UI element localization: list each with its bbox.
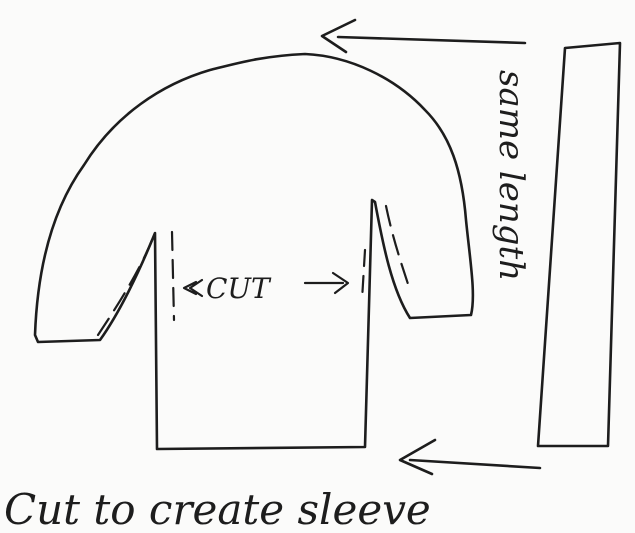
left-cut-line <box>98 240 152 335</box>
cut-arrow-right <box>305 273 348 293</box>
hem-arrow <box>400 440 540 474</box>
sleeve-length-strip <box>538 43 620 446</box>
caption: Cut to create sleeve <box>4 485 431 533</box>
right-body-cut-line <box>362 250 365 300</box>
cut-arrow-left <box>184 280 202 296</box>
right-cut-line <box>386 206 410 290</box>
left-body-cut-line <box>172 232 174 320</box>
same-length-label: same length <box>491 70 531 281</box>
shoulder-arrow <box>322 20 525 52</box>
cut-label: CUT <box>206 272 272 305</box>
sweater-outline <box>35 54 473 449</box>
